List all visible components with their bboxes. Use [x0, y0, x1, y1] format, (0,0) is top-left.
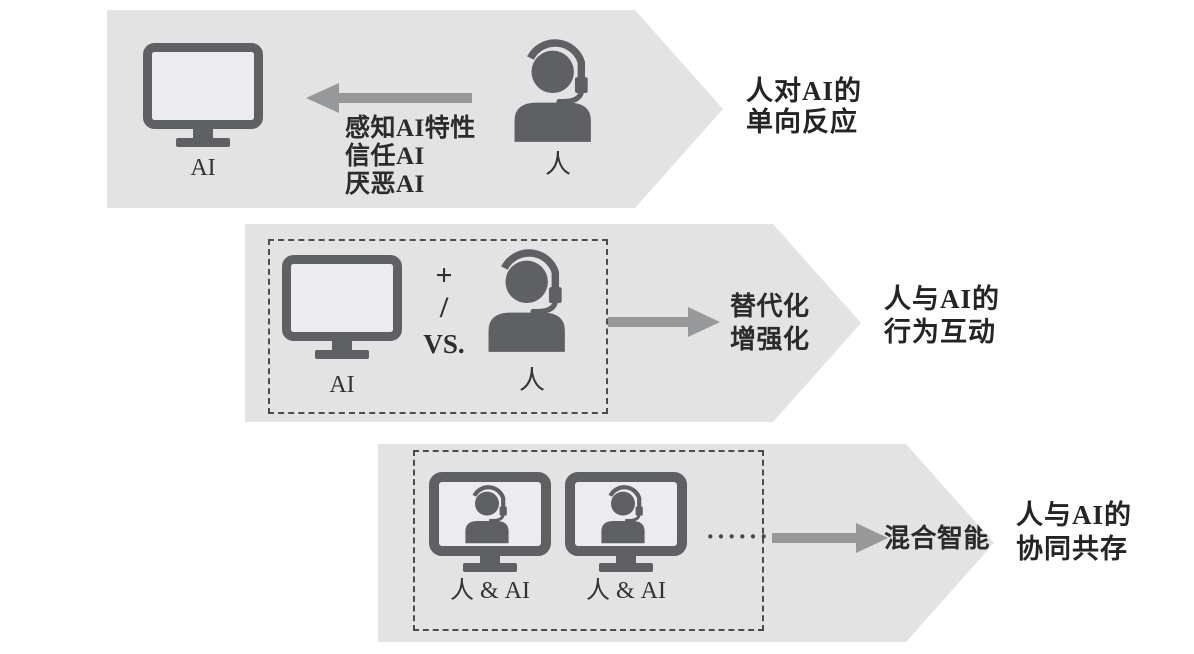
- title-line: 人与AI的: [884, 284, 1001, 314]
- human-label: 人: [518, 366, 545, 395]
- caption-line: 增强化: [730, 325, 810, 354]
- stage3-chevron: 人 & AI 人 & AI ······ 混合智能: [378, 444, 994, 642]
- interaction-right-arrow-icon: [608, 307, 720, 337]
- ai-label: AI: [190, 155, 216, 181]
- slash-operator: /: [439, 291, 449, 324]
- human-headset-icon: [479, 248, 585, 356]
- ai-human-group-box: [268, 239, 608, 414]
- ellipsis-dots: ······: [706, 522, 771, 551]
- caption-line: 替代化: [730, 292, 810, 321]
- ai-monitor-icon: [143, 43, 263, 147]
- human-headset-icon: [505, 38, 611, 146]
- stage3-title: 人与AI的 协同共存: [1016, 498, 1132, 566]
- human-ai-monitor-icon: [429, 472, 551, 572]
- stage3-arrow-caption: 混合智能: [884, 524, 990, 554]
- stage1-title: 人对AI的 单向反应: [746, 76, 862, 138]
- title-line: 单向反应: [746, 107, 858, 137]
- plus-operator: +: [435, 259, 453, 292]
- ai-label: AI: [329, 372, 355, 398]
- caption-line: 信任AI: [345, 143, 425, 170]
- human-ai-unit-label: 人 & AI: [586, 578, 666, 604]
- caption-line: 厌恶AI: [345, 171, 425, 198]
- title-line: 人对AI的: [746, 76, 863, 106]
- caption-line: 混合智能: [884, 524, 991, 553]
- stage1-chevron: AI 感知AI特性 信任AI 厌恶AI 人: [107, 10, 723, 208]
- title-line: 人与AI的: [1016, 500, 1133, 530]
- hybrid-right-arrow-icon: [772, 523, 888, 553]
- human-label: 人: [544, 150, 571, 179]
- stage2-chevron: AI + / VS. 人 替代化 增强化: [245, 224, 861, 422]
- ai-monitor-icon: [282, 255, 402, 359]
- title-line: 协同共存: [1016, 534, 1128, 564]
- title-line: 行为互动: [884, 317, 996, 347]
- stage1-arrow-caption: 感知AI特性 信任AI 厌恶AI: [345, 115, 476, 199]
- human-ai-monitor-icon: [565, 472, 687, 572]
- hybrid-group-box: [413, 450, 764, 631]
- caption-line: 感知AI特性: [345, 115, 476, 142]
- stage2-arrow-caption: 替代化 增强化: [730, 290, 810, 356]
- stage2-title: 人与AI的 行为互动: [884, 283, 1000, 349]
- reaction-left-arrow-icon: [306, 83, 472, 113]
- human-ai-unit-label: 人 & AI: [450, 578, 530, 604]
- vs-operator: VS.: [423, 329, 465, 359]
